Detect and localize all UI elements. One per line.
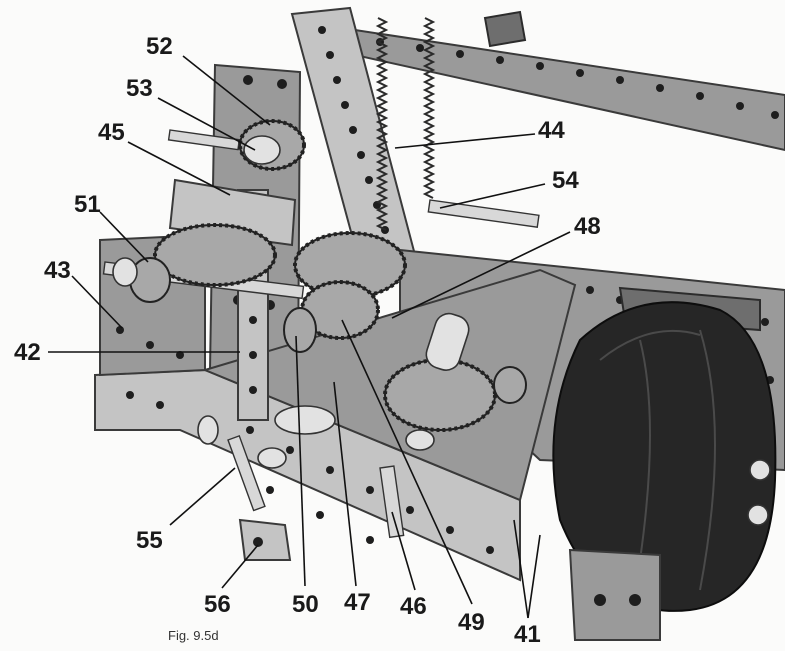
pinion-left [112, 257, 171, 303]
label-44: 44 [538, 117, 565, 144]
label-48: 48 [574, 213, 601, 240]
label-49: 49 [458, 609, 485, 636]
label-54: 54 [552, 167, 579, 194]
label-43: 43 [44, 257, 71, 284]
left-gear-wheel [153, 223, 277, 287]
label-51: 51 [74, 191, 101, 218]
part-labels: 52 53 45 51 43 42 44 54 48 55 56 50 47 4… [14, 33, 601, 648]
label-50: 50 [292, 591, 319, 618]
tension-springs [375, 17, 436, 231]
label-47: 47 [344, 589, 371, 616]
label-56: 56 [204, 591, 231, 618]
figure-caption: Fig. 9.5d [168, 628, 219, 643]
electric-motor [552, 286, 777, 641]
worm-gear-assembly [238, 119, 306, 171]
label-46: 46 [400, 593, 427, 620]
label-55: 55 [136, 527, 163, 554]
label-52: 52 [146, 33, 173, 60]
leader-lines [48, 55, 571, 619]
crank-coupling [197, 415, 292, 561]
label-53: 53 [126, 75, 153, 102]
top-perforated-strip [354, 10, 785, 152]
label-41: 41 [514, 621, 541, 648]
pinion-right [493, 366, 527, 404]
lower-gear-wheel [383, 312, 497, 451]
label-45: 45 [98, 119, 125, 146]
label-42: 42 [14, 339, 41, 366]
vertical-perforated-strip [290, 6, 417, 267]
central-gear-cluster [274, 231, 407, 435]
